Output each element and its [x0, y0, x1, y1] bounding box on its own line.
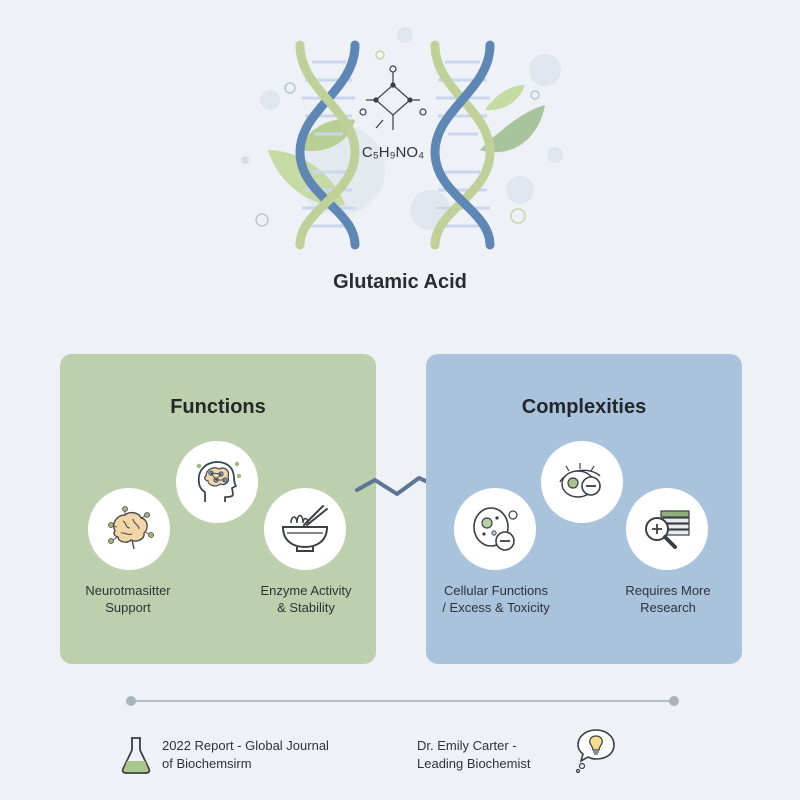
function-caption-neurotransmitter: Neurotmasitter Support: [85, 583, 171, 615]
complexities-heading: Complexities: [521, 396, 647, 418]
head-brain-icon: [176, 441, 258, 523]
dna-helix-icon: [430, 40, 495, 250]
hero-illustration: C₅H₉NO₄: [241, 27, 563, 250]
thought-lightbulb-icon: [575, 729, 615, 773]
noodle-bowl-icon: [264, 488, 346, 570]
molecule-icon: [359, 65, 427, 130]
flask-icon: [121, 737, 151, 774]
cell-eye-minus-icon: [541, 441, 623, 523]
magnifier-book-icon: [626, 488, 708, 570]
author-reference: Dr. Emily Carter - Leading Biochemist: [417, 738, 531, 771]
functions-heading: Functions: [170, 396, 266, 418]
cell-minus-icon: [454, 488, 536, 570]
functions-panel: Functions: [60, 354, 376, 664]
report-reference: 2022 Report - Global Journal of Biochems…: [162, 738, 329, 771]
dna-helix-icon: [295, 40, 360, 250]
complexity-caption-cellular: Cellular Functions / Excess & Toxicity: [442, 583, 550, 615]
function-caption-enzyme: Enzyme Activity & Stability: [260, 583, 352, 615]
complexity-caption-research: Requires More Research: [625, 583, 711, 615]
page-title: Glutamic Acid: [333, 271, 467, 293]
timeline-divider: [126, 696, 679, 706]
brain-network-icon: [88, 488, 170, 570]
complexities-panel: Complexities: [426, 354, 742, 664]
chemical-formula: C₅H₉NO₄: [362, 144, 424, 161]
